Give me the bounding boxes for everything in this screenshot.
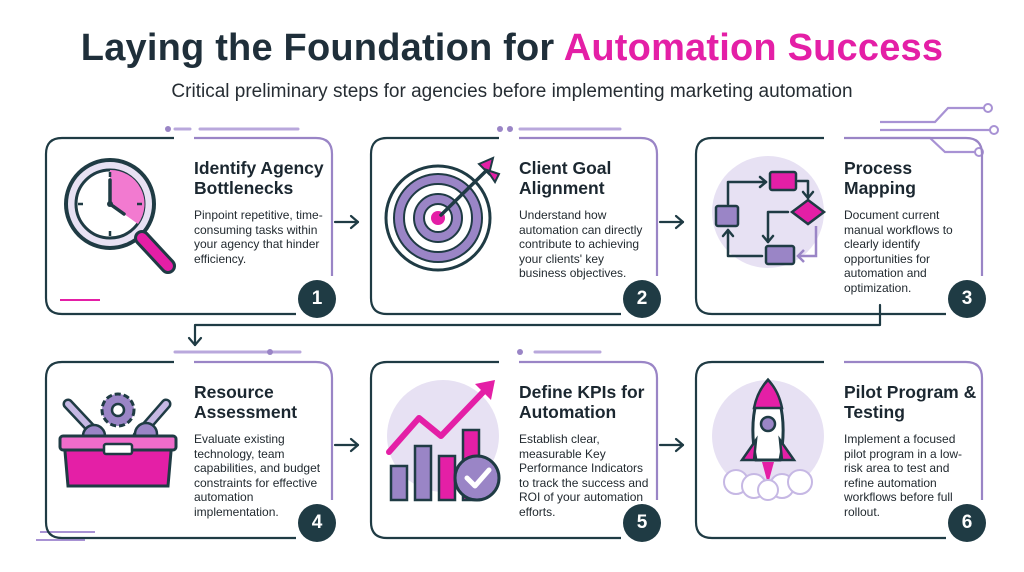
page-subtitle: Critical preliminary steps for agencies … [171, 81, 853, 102]
title-main: Laying the Foundation for [80, 27, 564, 69]
step-title: Define KPIs for Automation [519, 382, 645, 422]
step-title: Process Mapping [844, 158, 916, 198]
step-number-badge: 5 [623, 504, 661, 542]
step-number-badge: 3 [948, 280, 986, 318]
title-accent: Automation Success [563, 27, 944, 69]
step-card-6: Pilot Program & Testing Implement a focu… [694, 360, 986, 542]
toolbox-gears-icon [58, 392, 178, 488]
flowchart-icon [712, 156, 827, 268]
step-card-1: Identify Agency Bottlenecks Pinpoint rep… [44, 136, 336, 318]
magnifier-clock-icon [64, 158, 176, 274]
step-description: Pinpoint repetitive, time-consuming task… [194, 208, 323, 266]
card-frame [369, 136, 659, 316]
step-card-4: Resource Assessment Evaluate existing te… [44, 360, 336, 542]
step-title: Pilot Program & Testing [844, 382, 977, 422]
card-frame [44, 136, 334, 316]
step-number-badge: 6 [948, 504, 986, 542]
step-description: Document current manual workflows to cle… [844, 208, 953, 295]
card-frame [44, 360, 334, 540]
step-title: Client Goal Alignment [519, 158, 612, 198]
step-title: Resource Assessment [194, 382, 298, 422]
step-description: Establish clear, measurable Key Performa… [519, 432, 649, 519]
page-title: Laying the Foundation for Automation Suc… [0, 26, 1024, 70]
card-frame [694, 136, 984, 316]
target-arrow-icon [384, 156, 501, 272]
step-number-badge: 4 [298, 504, 336, 542]
step-description: Implement a focused pilot program in a l… [844, 432, 963, 519]
step-number-badge: 1 [298, 280, 336, 318]
step-card-3: Process Mapping Document current manual … [694, 136, 986, 318]
step-card-5: Define KPIs for Automation Establish cle… [369, 360, 661, 542]
step-description: Evaluate existing technology, team capab… [194, 432, 321, 519]
step-number-badge: 2 [623, 280, 661, 318]
rocket-launch-icon [712, 377, 824, 501]
growth-chart-check-icon [386, 380, 501, 502]
card-frame [369, 360, 659, 540]
step-title: Identify Agency Bottlenecks [194, 158, 324, 198]
step-description: Understand how automation can directly c… [519, 208, 643, 281]
card-frame [694, 360, 984, 540]
step-card-2: Client Goal Alignment Understand how aut… [369, 136, 661, 318]
